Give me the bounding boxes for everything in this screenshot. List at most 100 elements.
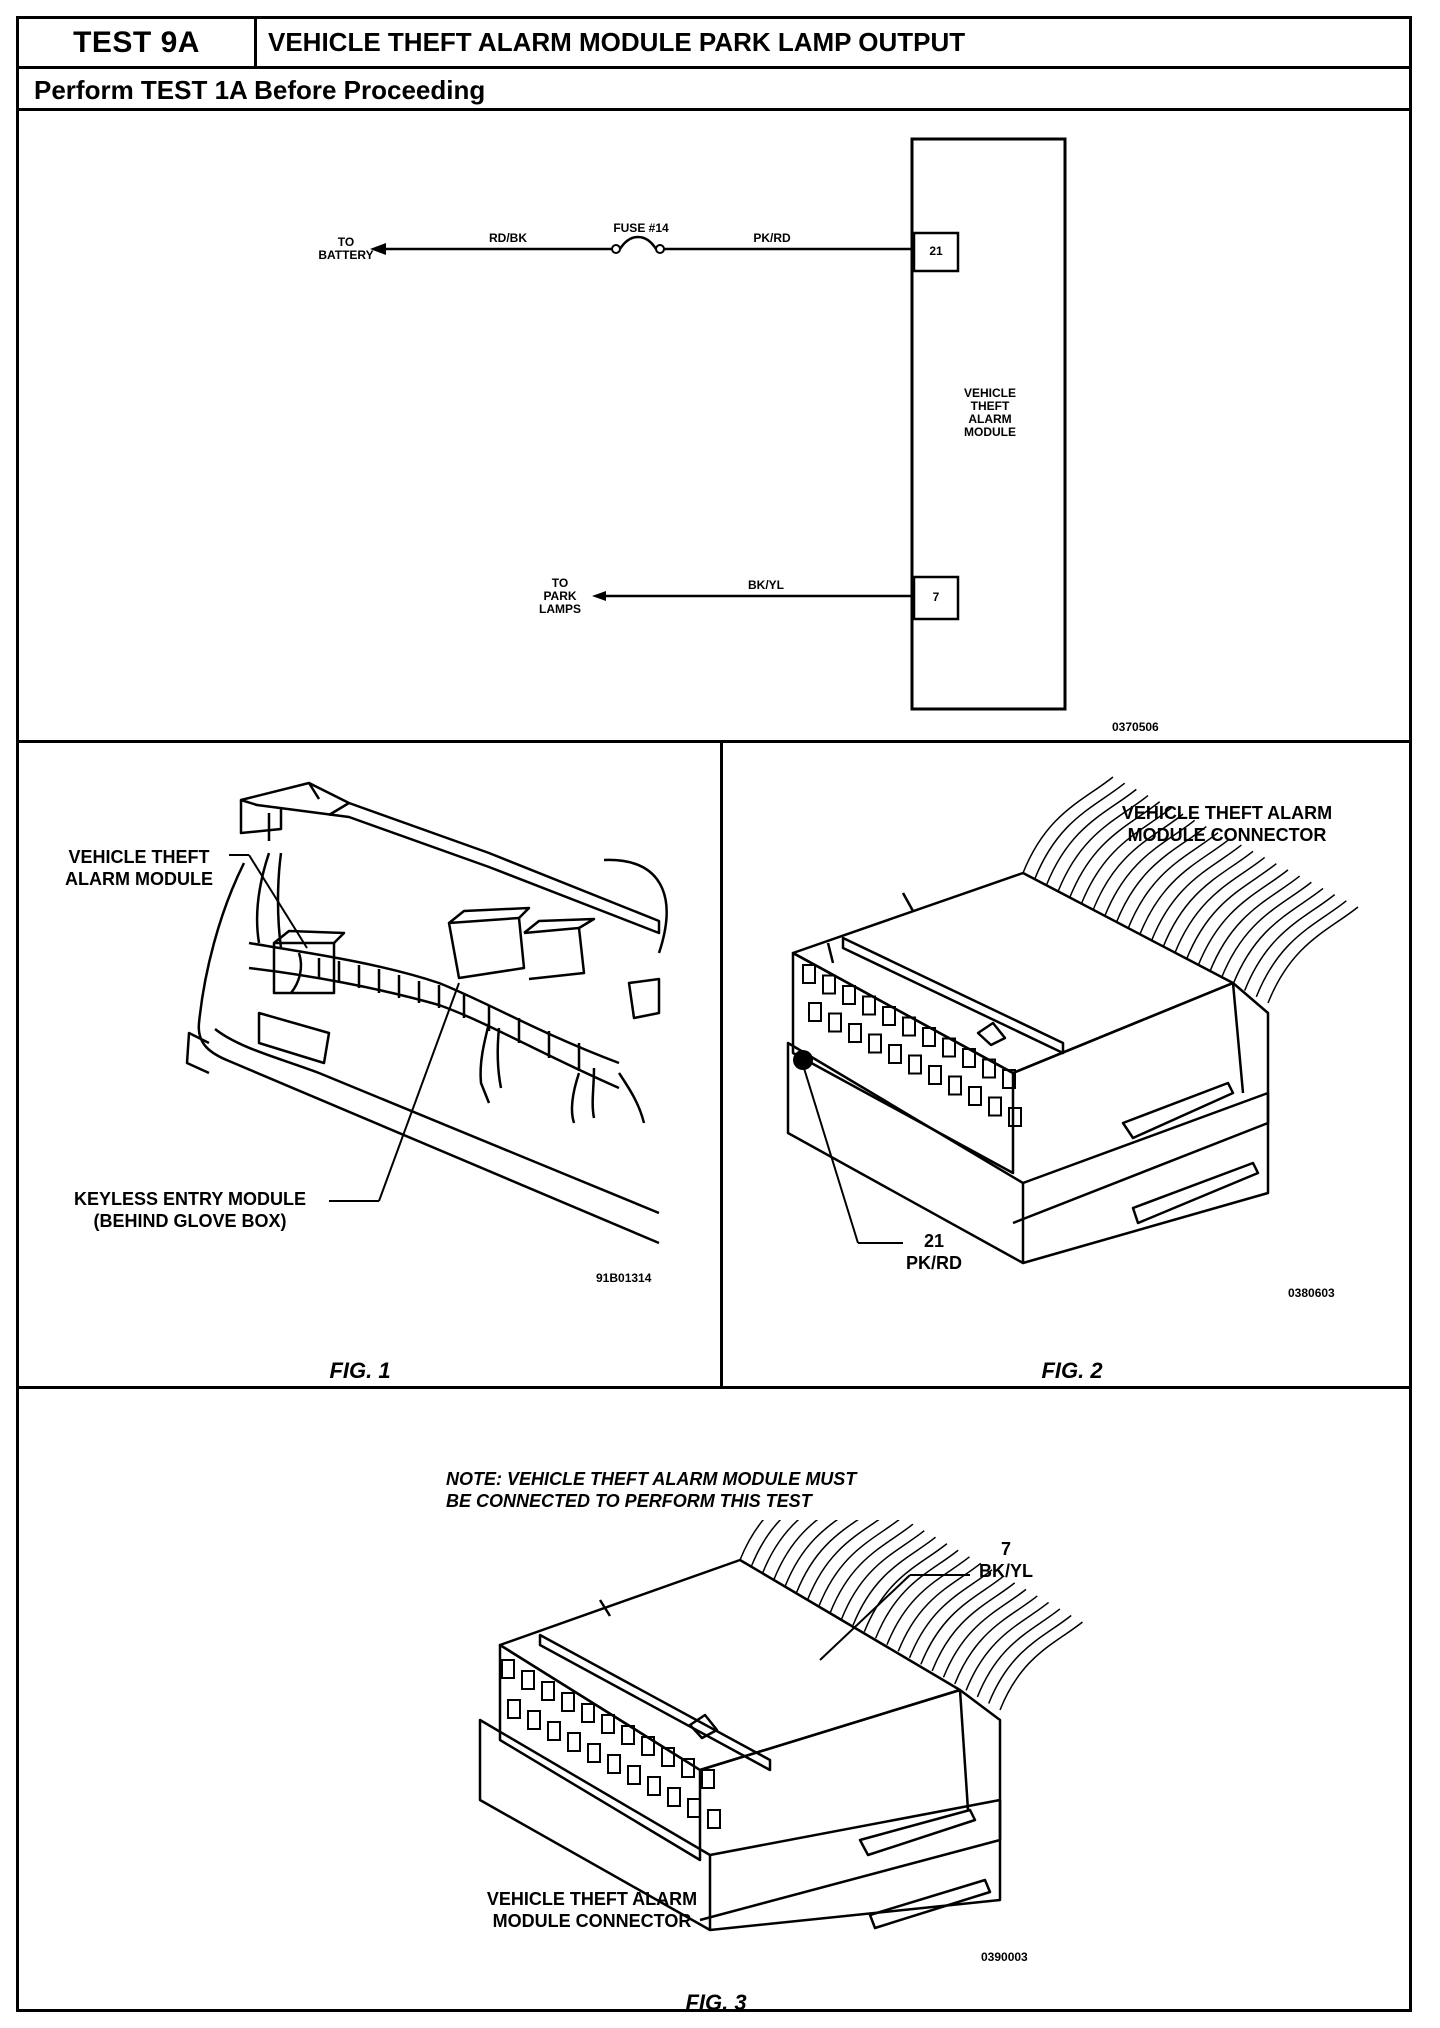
connector-wire [1197, 869, 1289, 967]
connector-pin-cavity [527, 1710, 541, 1730]
connector-wire [1103, 819, 1196, 917]
module-label: VEHICLE THEFT ALARM MODULE [963, 386, 1016, 439]
connector-pin-cavity [607, 1754, 621, 1774]
connector-wire [1150, 844, 1242, 942]
connector-pin-cavity [962, 1048, 976, 1068]
fig1-illustration [185, 781, 668, 1245]
fig1-code: 91B01314 [596, 1271, 652, 1285]
connector-pin-cavity [822, 974, 836, 995]
connector-wire [886, 1556, 970, 1646]
connector-pin-cavity [1002, 1069, 1016, 1089]
fig3-connector-label: VEHICLE THEFT ALARM MODULE CONNECTOR [486, 1889, 698, 1931]
connector-pin-cavity [587, 1743, 601, 1763]
connector-pin-cavity [561, 1692, 575, 1712]
connector-wire [1080, 807, 1172, 905]
connector-wire [1138, 838, 1231, 936]
fig1-keyless-label: KEYLESS ENTRY MODULE (BEHIND GLOVE BOX) [73, 1189, 307, 1231]
connector-wire [863, 1543, 948, 1633]
connector-pin-cavity [641, 1736, 655, 1756]
connector-wire [1127, 832, 1219, 929]
connector-wire [1033, 782, 1126, 880]
connector-pin-cavity [902, 1016, 916, 1037]
connector-wire [897, 1562, 982, 1652]
fig3-code: 0390003 [981, 1950, 1028, 1964]
to-park-lamps-label: TO PARK LAMPS [539, 576, 581, 616]
connector-pin-cavity [968, 1086, 982, 1106]
pin-7-box [912, 575, 960, 621]
fig2-caption: FIG. 2 [1041, 1358, 1103, 1383]
page-frame [16, 16, 1412, 2012]
page-title: VEHICLE THEFT ALARM MODULE PARK LAMP OUT… [268, 27, 966, 57]
connector-pin-cavity [988, 1096, 1002, 1117]
arrow-to-park-lamps [592, 591, 606, 601]
connector-wire [852, 1536, 937, 1626]
wire-bk-yl-label: BK/YL [748, 578, 784, 592]
connector-pin-cavity [808, 1002, 822, 1022]
connector-wire [739, 1520, 765, 1561]
fig1-vtam-label: VEHICLE THEFT ALARM MODULE [65, 847, 213, 889]
figures-rule [16, 1386, 1412, 1389]
arrow-to-battery [370, 243, 386, 255]
test-id: TEST 9A [73, 25, 200, 59]
wire-rd-bk-label: RD/BK [489, 231, 527, 245]
connector-wire [874, 1549, 959, 1639]
connector-pin-cavity [687, 1798, 701, 1818]
schematic-rule [16, 740, 1412, 743]
fuse-label: FUSE #14 [613, 221, 669, 235]
fuse-terminal-left [611, 244, 621, 254]
connector-wire [987, 1614, 1072, 1704]
connector-wire [1068, 801, 1161, 899]
connector-pin-cavity [982, 1058, 996, 1079]
connector-pin-cavity [842, 985, 856, 1005]
connector-wire [761, 1520, 800, 1574]
connector-wire [1092, 813, 1184, 911]
connector-wire [920, 1575, 1004, 1665]
connector-pin-cavity [1008, 1107, 1022, 1127]
connector-wire [1115, 825, 1207, 923]
connector-pin-cavity [681, 1758, 695, 1778]
fig2-title: VEHICLE THEFT ALARM MODULE CONNECTOR [1121, 803, 1333, 845]
header-rule [16, 66, 1412, 69]
connector-pin-cavity [667, 1787, 681, 1807]
connector-wire [1185, 863, 1277, 960]
fig2-pin-label: 21 PK/RD [905, 1231, 962, 1273]
wiring-schematic [370, 137, 1067, 711]
connector-wire [1220, 881, 1312, 979]
connector-pin-cavity [547, 1721, 561, 1741]
connector-pin-cavity [601, 1714, 615, 1734]
connector-pin-cavity [922, 1027, 936, 1047]
pin-7-label: 7 [932, 590, 940, 604]
connector-pin-cavity [942, 1037, 956, 1058]
connector-pin-cavity [627, 1765, 641, 1785]
connector-pin-cavity [581, 1703, 595, 1723]
connector-wire [942, 1588, 1027, 1678]
connector-pin-cavity [541, 1681, 555, 1701]
connector-pin-cavity [521, 1670, 535, 1690]
fig3-connector-illustration [478, 1520, 1083, 1932]
connector-pin-cavity [802, 964, 816, 984]
connector-pin-cavity [701, 1769, 715, 1789]
connector-wire [999, 1621, 1083, 1711]
pin-21-label: 21 [929, 244, 943, 258]
connector-wire [1173, 856, 1266, 954]
wire-pk-rd-label: PK/RD [753, 231, 791, 245]
connector-wire [795, 1520, 859, 1593]
fig2-connector-illustration [786, 776, 1359, 1265]
connector-pin-cavity [868, 1033, 882, 1054]
connector-wire [1162, 850, 1254, 948]
connector-pin-cavity [948, 1075, 962, 1096]
fig2-code: 0380603 [1288, 1286, 1335, 1300]
fig3-note: NOTE: VEHICLE THEFT ALARM MODULE MUST BE… [446, 1469, 857, 1511]
pin-21-box [912, 231, 960, 273]
connector-pin-cavity [501, 1659, 515, 1679]
connector-wire [965, 1601, 1050, 1691]
connector-pin-cavity [888, 1044, 902, 1064]
connector-wire [976, 1608, 1061, 1698]
connector-wire [1255, 900, 1347, 998]
connector-pin-cavity [848, 1023, 862, 1043]
connector-pin-cavity [882, 1006, 896, 1026]
connector-wire [829, 1523, 914, 1613]
connector-wire [1208, 875, 1301, 973]
figures-divider [720, 740, 723, 1388]
page-subtitle: Perform TEST 1A Before Proceeding [34, 74, 486, 105]
